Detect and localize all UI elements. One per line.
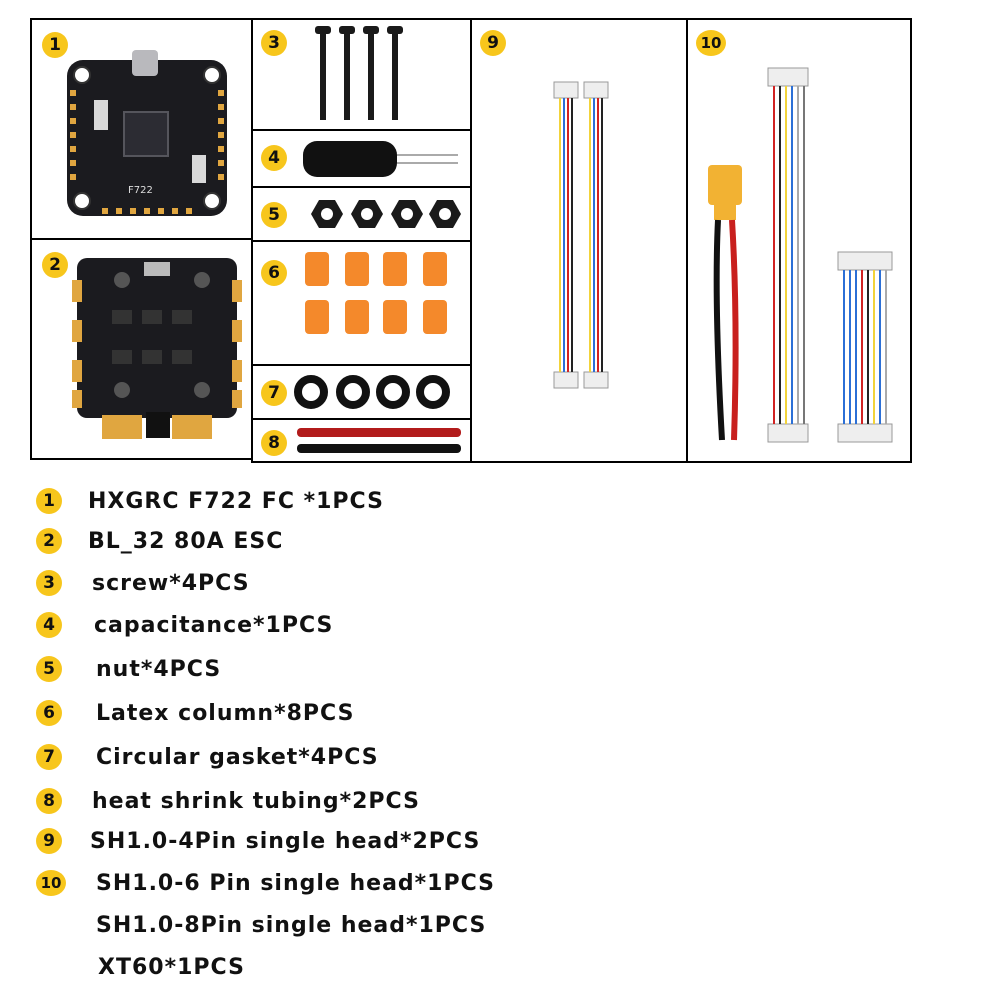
heat-shrink-image	[297, 428, 461, 453]
item-number-badge: 5	[36, 656, 62, 682]
esc-image	[72, 258, 242, 439]
panel-number-badge: 10	[696, 30, 726, 56]
screws-image	[315, 26, 403, 120]
latex-columns-image	[305, 252, 447, 334]
item-number-badge: 1	[36, 488, 62, 514]
panel-number-badge: 3	[261, 30, 287, 56]
item-label: Circular gasket*4PCS	[96, 745, 379, 770]
item-number-badge: 3	[36, 570, 62, 596]
panel-number-badge: 4	[261, 145, 287, 171]
item-number-badge: 4	[36, 612, 62, 638]
item-label: heat shrink tubing*2PCS	[92, 789, 420, 814]
panel-number-badge: 6	[261, 260, 287, 286]
flight-controller-image	[67, 50, 227, 216]
nuts-image	[311, 200, 461, 228]
item-number-badge: 8	[36, 788, 62, 814]
panel-number-badge: 1	[42, 32, 68, 58]
panel-esc: 2	[30, 238, 253, 460]
capacitor-image	[303, 141, 458, 177]
item-label: SH1.0-8Pin single head*1PCS	[96, 913, 487, 938]
panel-number-badge: 2	[42, 252, 68, 278]
item-label: SH1.0-6 Pin single head*1PCS	[96, 871, 495, 896]
panel-number-badge: 9	[480, 30, 506, 56]
panel-latex-columns: 6	[251, 240, 472, 366]
panel-number-badge: 5	[261, 202, 287, 228]
item-label: nut*4PCS	[96, 657, 222, 682]
panel-heat-shrink: 8	[251, 418, 472, 463]
panel-6pin-8pin-xt60: 10	[686, 18, 912, 463]
panel-flight-controller: 1 F722	[30, 18, 253, 240]
item-label: XT60*1PCS	[98, 955, 245, 980]
item-number-badge: 9	[36, 828, 62, 854]
cables-xt60-image	[708, 67, 893, 443]
parts-image-grid: 1 F722 2	[30, 18, 912, 463]
board-label: F722	[128, 185, 153, 196]
panel-gaskets: 7	[251, 364, 472, 420]
panel-4pin-cables: 9	[470, 18, 688, 463]
item-label: Latex column*8PCS	[96, 701, 355, 726]
item-number-badge: 2	[36, 528, 62, 554]
panel-number-badge: 7	[261, 380, 287, 406]
item-number-badge: 6	[36, 700, 62, 726]
item-label: SH1.0-4Pin single head*2PCS	[90, 829, 481, 854]
gaskets-image	[294, 375, 450, 409]
item-number-badge: 10	[36, 870, 66, 896]
4pin-cables-image	[553, 81, 609, 389]
panel-capacitor: 4	[251, 129, 472, 188]
item-label: BL_32 80A ESC	[88, 529, 284, 554]
item-label: HXGRC F722 FC *1PCS	[88, 489, 384, 514]
item-number-badge: 7	[36, 744, 62, 770]
item-label: capacitance*1PCS	[94, 613, 334, 638]
panel-screws: 3	[251, 18, 472, 131]
item-label: screw*4PCS	[92, 571, 250, 596]
panel-number-badge: 8	[261, 430, 287, 456]
panel-nuts: 5	[251, 186, 472, 242]
